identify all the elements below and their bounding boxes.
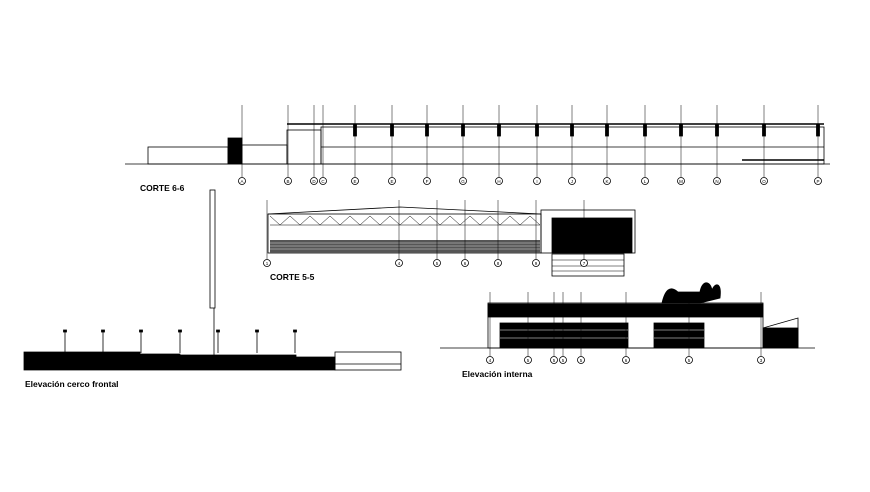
title-corte-5-5: CORTE 5-5: [270, 272, 315, 282]
axis-bubble: [395, 259, 403, 267]
axis-bubble: [238, 177, 246, 185]
axis-label: 4: [489, 358, 492, 363]
axis-label: G: [461, 179, 465, 184]
post-cap: [255, 329, 259, 333]
axis-bubble: [494, 259, 502, 267]
axis-bubble: [459, 177, 467, 185]
axis-label: P: [816, 179, 819, 184]
axis-bubble: [319, 177, 327, 185]
axis-label: 5: [688, 358, 691, 363]
axis-label: 6: [625, 358, 628, 363]
section-6-6-columns: [353, 123, 820, 137]
axis-label: B: [286, 179, 289, 184]
axis-label: L: [644, 179, 647, 184]
axis-label: O: [762, 179, 766, 184]
axis-bubble: [263, 259, 271, 267]
axis-bubble: [461, 259, 469, 267]
axis-bubble: [351, 177, 359, 185]
interior-elevation: 4 5 5 5 5 6 5 3: [440, 282, 815, 364]
axis-label: J: [571, 179, 573, 184]
axis-label: N: [715, 179, 718, 184]
axis-bubble: [577, 356, 585, 364]
axis-label: 5: [553, 358, 556, 363]
post-cap: [101, 329, 105, 333]
axis-bubble: [677, 177, 685, 185]
axis-label: 9: [535, 261, 538, 266]
axis-bubble: [814, 177, 822, 185]
axis-label: A: [240, 179, 243, 184]
axis-label: 5: [527, 358, 530, 363]
post-cap: [139, 329, 143, 333]
axis-bubble: [495, 177, 503, 185]
axis-bubble: [532, 259, 540, 267]
axis-bubble: [310, 177, 318, 185]
post-cap: [178, 329, 182, 333]
axis-label: D: [312, 179, 316, 184]
axis-label: F: [426, 179, 429, 184]
fence-elevation: [23, 329, 402, 371]
axis-label: M: [679, 179, 683, 184]
axis-bubble: [757, 356, 765, 364]
axis-label: E: [390, 179, 393, 184]
axis-bubble: [760, 177, 768, 185]
axis-label: 5: [436, 261, 439, 266]
axis-bubble: [423, 177, 431, 185]
axis-bubble: [685, 356, 693, 364]
axis-label: 5: [580, 358, 583, 363]
section-5-5: 1 4 5 6 8 9 7: [263, 200, 636, 277]
axis-bubble: [568, 177, 576, 185]
title-elevacion-cerco-frontal: Elevación cerco frontal: [25, 379, 119, 389]
title-corte-6-6: CORTE 6-6: [140, 183, 185, 193]
axis-label: I: [536, 179, 537, 184]
axis-bubble: [524, 356, 532, 364]
axis-bubble: [641, 177, 649, 185]
light-pole: [209, 189, 216, 355]
axis-bubble: [486, 356, 494, 364]
axis-label: 3: [760, 358, 763, 363]
axis-bubble: [622, 356, 630, 364]
axis-bubble: [388, 177, 396, 185]
axis-bubble: [713, 177, 721, 185]
section-5-5-axis-bubbles: 1 4 5 6 8 9 7: [263, 200, 588, 267]
post-cap: [63, 329, 67, 333]
axis-bubble: [550, 356, 558, 364]
axis-label: 6: [464, 261, 467, 266]
axis-bubble: [580, 259, 588, 267]
axis-label: 1: [266, 261, 269, 266]
axis-bubble: [559, 356, 567, 364]
axis-label: 7: [583, 261, 586, 266]
axis-bubble: [284, 177, 292, 185]
post-cap: [216, 329, 220, 333]
axis-label: H: [497, 179, 500, 184]
axis-label: E: [353, 179, 356, 184]
axis-label: 5: [562, 358, 565, 363]
axis-label: 4: [398, 261, 401, 266]
axis-label: 8: [497, 261, 500, 266]
post-cap: [293, 329, 297, 333]
axis-bubble: [533, 177, 541, 185]
axis-bubble: [433, 259, 441, 267]
axis-label: K: [605, 179, 608, 184]
axis-bubble: [603, 177, 611, 185]
axis-label: C: [321, 179, 325, 184]
title-elevacion-interna: Elevación interna: [462, 369, 533, 379]
